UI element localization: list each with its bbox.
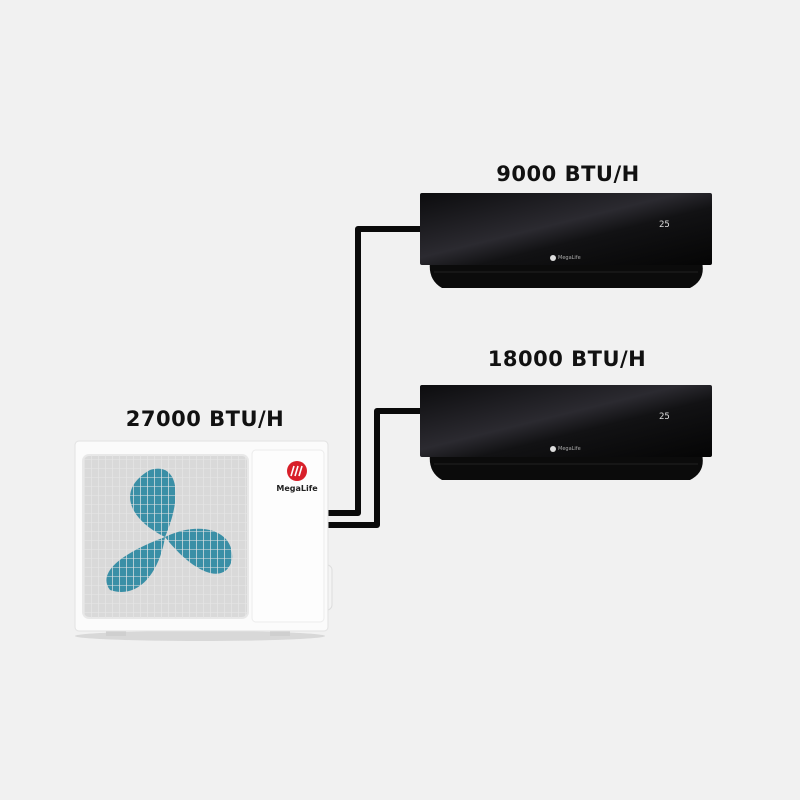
indoor-display-2: 25 — [659, 412, 670, 422]
fan-grille — [83, 455, 248, 618]
indoor-unit-2-capacity: 18000 BTU/H — [487, 347, 647, 371]
outdoor-unit — [74, 440, 333, 641]
indoor-display-1: 25 — [659, 220, 670, 230]
outdoor-unit-capacity: 27000 BTU/H — [125, 407, 285, 431]
indoor-unit-1-capacity: 9000 BTU/H — [496, 162, 640, 186]
indoor-unit-9000 — [420, 193, 712, 288]
indoor-unit-18000 — [420, 385, 712, 480]
refrigerant-pipe-2 — [325, 408, 422, 528]
outdoor-brand-text: MegaLife — [276, 484, 318, 493]
indoor-logo-icon — [550, 255, 556, 261]
indoor-brand-2: MegaLife — [558, 446, 581, 452]
indoor-logo-icon — [550, 446, 556, 452]
refrigerant-pipe-1 — [325, 226, 422, 516]
indoor-brand-1: MegaLife — [558, 255, 581, 261]
